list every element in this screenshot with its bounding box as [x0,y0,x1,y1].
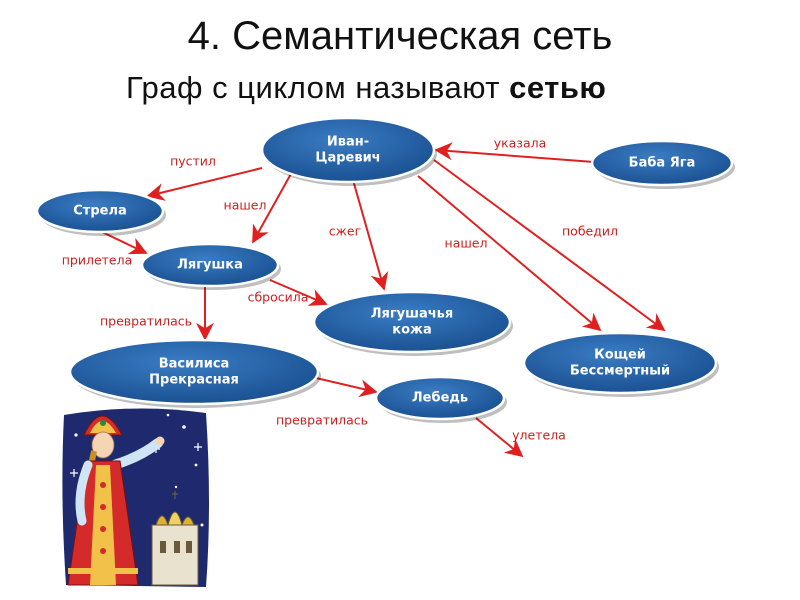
node-lyagushka: Лягушка [140,242,281,290]
edge-arrow-vasilisa-lebed [315,377,378,398]
tsarevna-illustration [62,408,210,587]
subtitle-text: Граф с циклом называют [126,70,510,105]
edge-arrow-baba-ivan [434,142,595,163]
edge-label: превратилась [276,413,368,428]
edge-arrow-lebed-out [475,417,524,458]
node-ivan: Иван-Царевич [260,116,437,186]
node-lebed: Лебедь [374,375,507,423]
node-label: Лягушка [177,258,243,273]
node-ellipse [68,338,320,406]
node-ellipse [374,375,506,421]
node-strela: Стрела [35,188,166,236]
node-label: Прекрасная [149,373,239,388]
edge-arrow-ivan-koschey [417,175,602,332]
edge-label: превратилась [100,314,192,329]
node-label: Стрела [73,204,127,219]
node-ellipse [35,188,165,234]
edge-arrow-ivan-koschey [433,159,666,332]
edge-label: прилетела [62,253,133,268]
edge-label: сбросила [248,290,309,305]
edge-label: нашел [224,198,267,213]
node-ellipse [312,290,512,354]
node-label: Лягушачья [371,307,453,322]
edge-label: победил [562,224,618,239]
node-label: Василиса [159,357,230,372]
slide-title: 4. Семантическая сеть [187,14,613,58]
node-label: Лебедь [412,391,468,406]
edge-arrow-ivan-kozha [352,179,389,291]
edge-label: указала [494,136,547,151]
subtitle-bold-word: сетью [509,70,607,105]
edge-arrow-ivan-lyagushka [252,171,293,244]
edge-label: сжег [329,224,361,239]
edge-label: улетела [512,428,566,443]
node-label: Бессмертный [570,364,670,379]
edge-arrow-lyagushka-kozha [269,279,328,306]
edge-label: нашел [445,236,488,251]
edge-labels-layer: пустил указала нашел сжег нашел победил прилет… [62,136,618,443]
slide-subtitle: Граф с циклом называют сетью [126,70,606,106]
node-ellipse [260,116,436,184]
edge-arrow-ivan-strela [146,167,263,201]
node-ellipse [590,139,734,187]
edge-arrow-strela-lyagushka [101,231,148,255]
node-label: Царевич [315,151,380,166]
edges-layer [101,142,666,458]
node-ellipse [522,331,718,395]
node-label: Кощей [594,348,646,363]
node-label: Баба Яга [629,156,696,171]
edge-label: пустил [170,154,216,169]
node-label: Иван- [327,135,369,150]
node-label: кожа [392,323,431,338]
node-ellipse [140,242,280,288]
node-baba: Баба Яга [590,139,735,189]
